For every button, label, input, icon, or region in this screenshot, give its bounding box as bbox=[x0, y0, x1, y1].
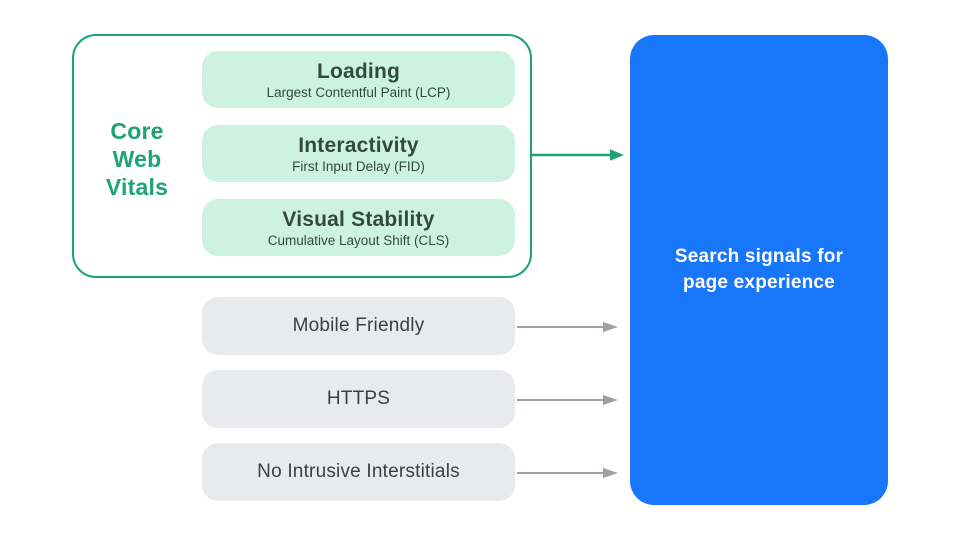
loading-pill: Loading Largest Contentful Paint (LCP) bbox=[202, 51, 515, 108]
interactivity-pill: Interactivity First Input Delay (FID) bbox=[202, 125, 515, 182]
loading-title: Loading bbox=[316, 59, 401, 83]
search-signals-box: Search signals for page experience bbox=[630, 35, 888, 505]
mobile-friendly-label: Mobile Friendly bbox=[292, 315, 425, 336]
loading-subtitle: Largest Contentful Paint (LCP) bbox=[266, 84, 451, 100]
mobile-friendly-pill: Mobile Friendly bbox=[202, 297, 515, 355]
visual-stability-title: Visual Stability bbox=[282, 207, 435, 231]
interactivity-subtitle: First Input Delay (FID) bbox=[292, 158, 425, 174]
interactivity-title: Interactivity bbox=[298, 133, 419, 157]
core-web-vitals-label: Core Web Vitals bbox=[105, 118, 169, 200]
no-intrusive-interstitials-label: No Intrusive Interstitials bbox=[257, 461, 460, 482]
no-intrusive-interstitials-pill: No Intrusive Interstitials bbox=[202, 443, 515, 501]
no-intrusive-interstitials-arrow-icon bbox=[517, 468, 618, 478]
visual-stability-pill: Visual Stability Cumulative Layout Shift… bbox=[202, 199, 515, 256]
https-pill: HTTPS bbox=[202, 370, 515, 428]
core-web-vitals-arrow-icon bbox=[531, 149, 624, 161]
https-arrow-icon bbox=[517, 395, 618, 405]
mobile-friendly-arrow-icon bbox=[517, 322, 618, 332]
https-label: HTTPS bbox=[326, 388, 391, 409]
visual-stability-subtitle: Cumulative Layout Shift (CLS) bbox=[267, 232, 450, 248]
search-signals-label: Search signals for page experience bbox=[674, 246, 844, 293]
